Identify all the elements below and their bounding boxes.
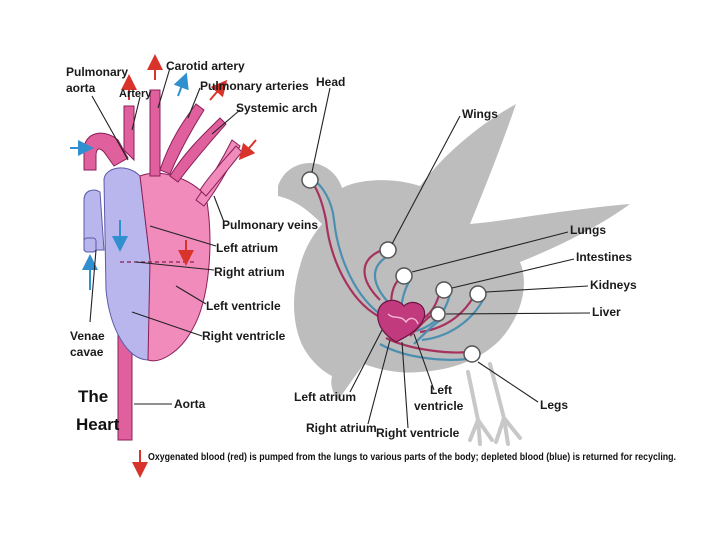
heart-labels: Pulmonary aorta Artery Carotid artery Pu… — [66, 59, 318, 434]
vessel-head-blue — [313, 179, 387, 319]
bird-silhouette — [278, 104, 630, 400]
bird-legs — [466, 362, 522, 446]
leader-bird-right-atrium — [367, 339, 391, 425]
vessel-kidney-blue — [421, 297, 485, 342]
label-pulmonary-aorta-1: Pulmonary — [66, 65, 128, 79]
bird-labels: Head Wings Lungs Intestines Kidneys Live… — [294, 75, 637, 440]
artery-branch-vessel — [123, 105, 135, 162]
label-aorta: Aorta — [174, 397, 206, 411]
vessel-wing-red — [363, 248, 383, 301]
systemic-arch-vessel — [159, 103, 205, 175]
bed-kidneys — [469, 285, 487, 303]
label-bird-right-atrium: Right atrium — [306, 421, 377, 435]
leader-pulmonary-arteries — [187, 87, 201, 119]
pulmonary-veins-vessel-2 — [199, 145, 243, 197]
venae-cavae-vessel — [83, 189, 105, 251]
capillary-beds — [301, 171, 487, 363]
leader-left-ventricle — [175, 285, 207, 305]
venae-cavae-opening — [83, 237, 97, 253]
leader-bird-left-ventricle — [413, 333, 435, 391]
label-systemic-arch: Systemic arch — [236, 101, 317, 115]
label-lungs: Lungs — [570, 223, 606, 237]
leader-right-ventricle — [131, 311, 203, 337]
bird-heart — [377, 299, 426, 343]
label-legs: Legs — [540, 398, 568, 412]
bed-intestines — [435, 281, 453, 299]
label-venae-cavae-2: cavae — [70, 345, 104, 359]
label-bird-left-ventricle-2: ventricle — [414, 399, 464, 413]
label-venae-cavae-1: Venae — [70, 329, 105, 343]
arrow-blue-pulm — [173, 72, 189, 97]
vessel-head-red — [309, 179, 379, 317]
leader-carotid — [157, 67, 171, 109]
carotid-artery-vessel — [149, 89, 161, 177]
leader-pulmonary-aorta — [91, 95, 129, 161]
label-kidneys: Kidneys — [590, 278, 637, 292]
bed-wing — [379, 241, 397, 259]
label-pulmonary-aorta-2: aorta — [66, 81, 96, 95]
bed-liver — [430, 306, 446, 322]
bird-heart-detail — [387, 313, 419, 325]
leader-wings — [391, 115, 461, 245]
arrow-pulm-vein-1 — [238, 139, 257, 161]
label-bird-left-ventricle-1: Left — [430, 383, 452, 397]
label-head: Head — [316, 75, 345, 89]
bed-head — [301, 171, 319, 189]
leader-liver — [445, 312, 591, 315]
leader-head — [311, 87, 331, 173]
label-bird-right-ventricle: Right ventricle — [376, 426, 460, 440]
leader-bird-right-ventricle — [401, 341, 409, 429]
label-pulmonary-arteries: Pulmonary arteries — [200, 79, 309, 93]
label-wings: Wings — [462, 107, 498, 121]
label-bird-left-atrium: Left atrium — [294, 390, 356, 404]
bed-lungs — [395, 267, 413, 285]
leader-pulmonary-veins — [213, 195, 225, 223]
label-left-ventricle: Left ventricle — [206, 299, 281, 313]
leader-kidneys — [485, 285, 589, 293]
label-intestines: Intestines — [576, 250, 632, 264]
leader-left-atrium — [149, 225, 217, 247]
leader-right-atrium — [135, 261, 215, 271]
figure-caption: Oxygenated blood (red) is pumped from th… — [148, 451, 676, 463]
heart-title-line1: The — [78, 387, 108, 406]
leader-systemic-arch — [211, 109, 241, 135]
leader-intestines — [451, 258, 575, 289]
label-pulmonary-veins: Pulmonary veins — [222, 218, 318, 232]
bed-legs — [463, 345, 481, 363]
leader-artery — [131, 96, 141, 131]
leader-lungs — [411, 231, 569, 273]
label-right-ventricle: Right ventricle — [202, 329, 286, 343]
vessel-legs-red — [385, 337, 469, 354]
pulmonary-aorta-vessel — [83, 132, 129, 171]
leader-legs — [477, 361, 539, 403]
label-liver: Liver — [592, 305, 621, 319]
bird-illustration — [278, 87, 630, 446]
leader-bird-left-atrium — [349, 329, 383, 393]
label-right-atrium: Right atrium — [214, 265, 285, 279]
label-artery: Artery — [119, 88, 152, 100]
heart-title-line2: Heart — [76, 415, 120, 434]
label-left-atrium: Left atrium — [216, 241, 278, 255]
leader-venae-cavae — [89, 249, 97, 323]
arrow-systemic — [209, 79, 228, 101]
heart-illustration — [70, 54, 257, 478]
label-carotid-artery: Carotid artery — [166, 59, 245, 73]
